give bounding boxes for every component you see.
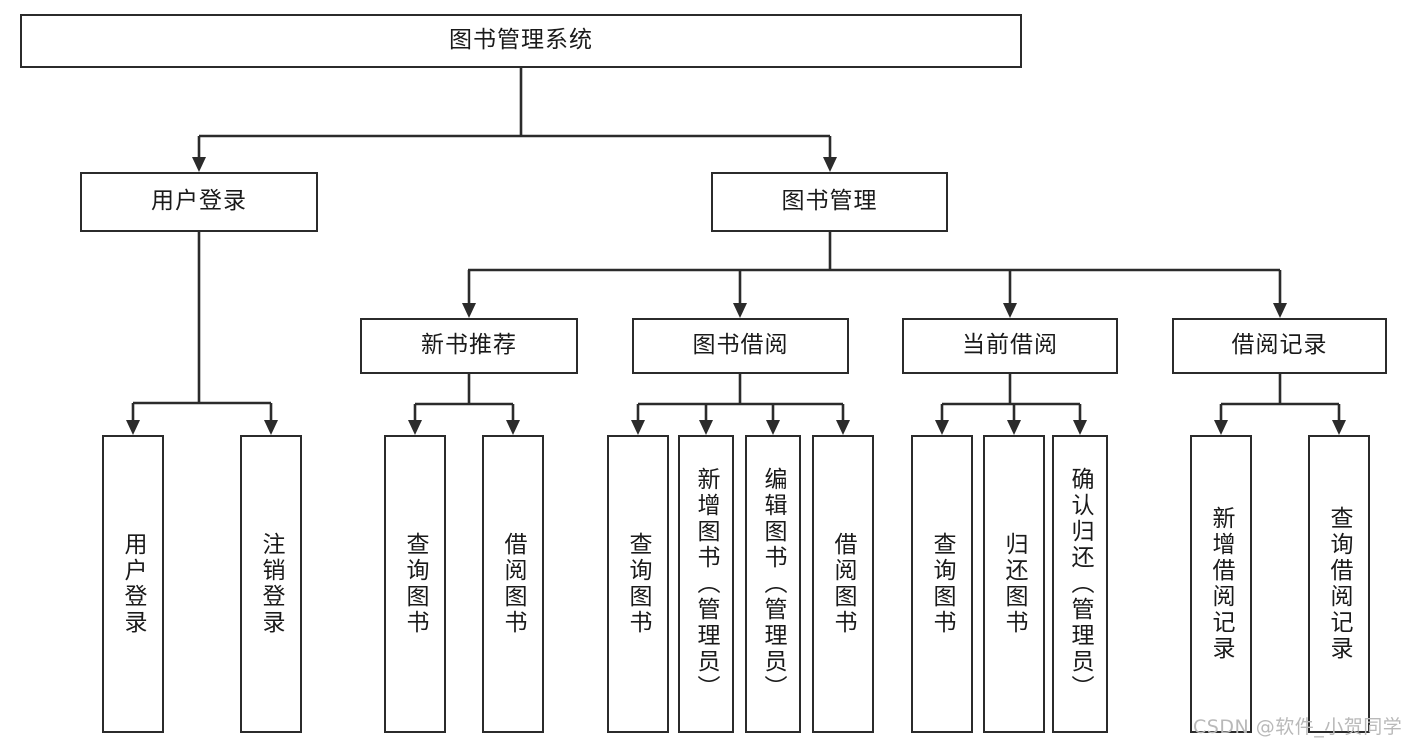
arrow-to-current-borrow-head xyxy=(1003,303,1017,318)
node-leaf-return-book[interactable]: 归还图书 xyxy=(983,435,1045,733)
node-label: 图书借阅 xyxy=(692,332,789,359)
node-leaf-add-book[interactable]: 新增图书（管理员） xyxy=(678,435,734,733)
arrow-to-confirm-return-head xyxy=(1073,420,1087,435)
arrow-to-user-login-head xyxy=(192,157,206,172)
node-label: 图书管理 xyxy=(781,188,878,215)
arrow-to-borrow-record-head xyxy=(1273,303,1287,318)
arrow-to-query-book-2-head xyxy=(631,420,645,435)
node-label: 用户登录 xyxy=(120,532,146,636)
arrow-to-return-book-head xyxy=(1007,420,1021,435)
arrow-to-book-borrow-head xyxy=(733,303,747,318)
arrow-to-book-manage-head xyxy=(823,157,837,172)
node-new-book-rec[interactable]: 新书推荐 xyxy=(360,318,578,374)
node-label: 借阅图书 xyxy=(830,532,856,636)
arrow-to-query-book-1-head xyxy=(408,420,422,435)
node-label: 注销登录 xyxy=(258,532,284,636)
node-label: 借阅记录 xyxy=(1231,332,1328,359)
node-label: 查询图书 xyxy=(402,532,428,636)
node-label: 借阅图书 xyxy=(500,532,526,636)
node-leaf-user-logout[interactable]: 注销登录 xyxy=(240,435,302,733)
arrow-to-edit-book-head xyxy=(766,420,780,435)
node-label: 确认归还（管理员） xyxy=(1067,467,1093,701)
arrow-to-add-book-head xyxy=(699,420,713,435)
arrow-to-leaf-user-logout-head xyxy=(264,420,278,435)
node-leaf-edit-book[interactable]: 编辑图书（管理员） xyxy=(745,435,801,733)
node-leaf-query-book-3[interactable]: 查询图书 xyxy=(911,435,973,733)
node-label: 当前借阅 xyxy=(962,332,1058,359)
node-leaf-add-record[interactable]: 新增借阅记录 xyxy=(1190,435,1252,733)
arrow-to-add-record-head xyxy=(1214,420,1228,435)
node-book-manage[interactable]: 图书管理 xyxy=(711,172,948,232)
arrow-to-new-book-rec-head xyxy=(462,303,476,318)
arrow-to-query-book-3-head xyxy=(935,420,949,435)
node-label: 新增借阅记录 xyxy=(1208,506,1234,662)
node-label: 归还图书 xyxy=(1001,532,1027,636)
node-leaf-borrow-book-1[interactable]: 借阅图书 xyxy=(482,435,544,733)
node-user-login[interactable]: 用户登录 xyxy=(80,172,318,232)
node-label: 新书推荐 xyxy=(421,332,517,359)
arrow-to-borrow-book-2-head xyxy=(836,420,850,435)
arrow-to-leaf-user-login-head xyxy=(126,420,140,435)
node-root[interactable]: 图书管理系统 xyxy=(20,14,1022,68)
node-label: 新增图书（管理员） xyxy=(693,467,719,701)
node-leaf-confirm-return[interactable]: 确认归还（管理员） xyxy=(1052,435,1108,733)
node-label: 查询借阅记录 xyxy=(1326,506,1352,662)
node-label: 编辑图书（管理员） xyxy=(760,467,786,701)
node-book-borrow[interactable]: 图书借阅 xyxy=(632,318,849,374)
node-leaf-query-book-2[interactable]: 查询图书 xyxy=(607,435,669,733)
node-borrow-record[interactable]: 借阅记录 xyxy=(1172,318,1387,374)
node-leaf-borrow-book-2[interactable]: 借阅图书 xyxy=(812,435,874,733)
arrow-to-query-record-head xyxy=(1332,420,1346,435)
node-label: 查询图书 xyxy=(625,532,651,636)
node-leaf-query-record[interactable]: 查询借阅记录 xyxy=(1308,435,1370,733)
arrow-to-borrow-book-1-head xyxy=(506,420,520,435)
node-label: 图书管理系统 xyxy=(449,27,593,54)
node-leaf-query-book-1[interactable]: 查询图书 xyxy=(384,435,446,733)
node-label: 用户登录 xyxy=(151,188,247,215)
node-leaf-user-login[interactable]: 用户登录 xyxy=(102,435,164,733)
node-label: 查询图书 xyxy=(929,532,955,636)
node-current-borrow[interactable]: 当前借阅 xyxy=(902,318,1118,374)
